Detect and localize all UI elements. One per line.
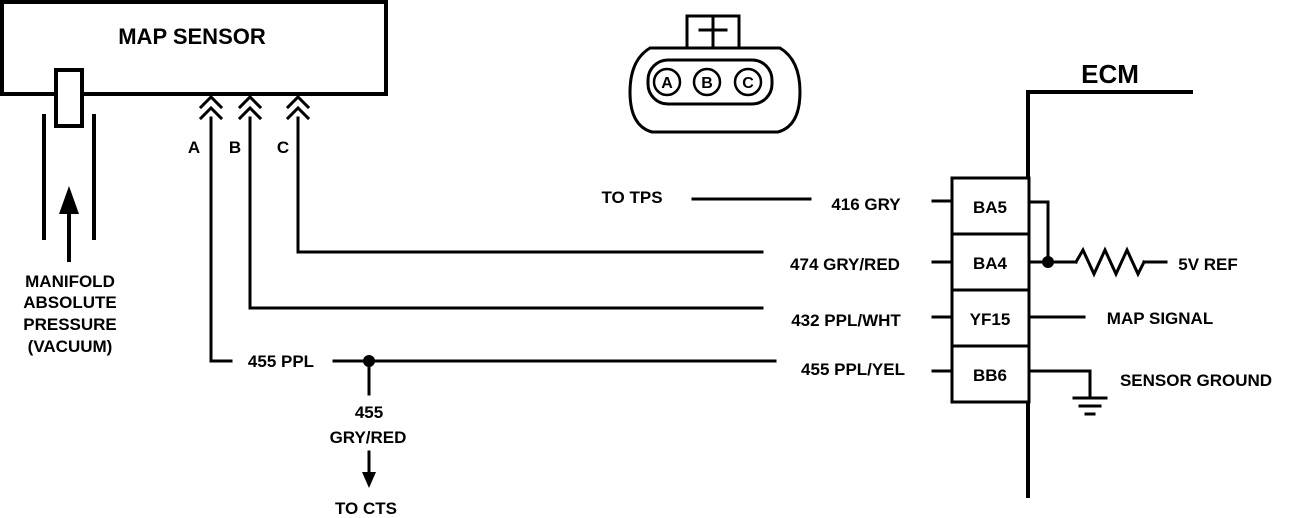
- ground-lead: [1027, 369, 1092, 398]
- wire-455-yel-label: 455 PPL/YEL: [801, 360, 905, 379]
- pin-b-chevron-icon: [237, 105, 263, 121]
- pin-a-chevron-icon: [198, 105, 224, 121]
- wire-455-color: GRY/RED: [330, 428, 407, 447]
- pin-a-label: A: [188, 138, 200, 157]
- connector-pin-b-label: B: [701, 75, 713, 92]
- connector-pin-b: [692, 67, 722, 97]
- wire-pin-c: [296, 116, 764, 254]
- terminal-ba5-label: BA5: [973, 198, 1007, 217]
- terminal-yf15: [950, 288, 1031, 348]
- to-cts-label: TO CTS: [335, 499, 397, 518]
- connector-pin-a-label: A: [661, 75, 673, 92]
- sensor-wiring: [209, 116, 812, 488]
- pin-c-chevron-icon: [285, 105, 311, 121]
- pressure-label-2: ABSOLUTE: [23, 293, 117, 312]
- resistor-icon: [1073, 246, 1147, 278]
- map-sensor-title: MAP SENSOR: [118, 24, 266, 49]
- terminal-stubs: [931, 199, 952, 373]
- vacuum-port: [54, 68, 84, 128]
- pin-c-chevron-icon: [285, 94, 311, 110]
- connector-pin-c: [733, 67, 763, 97]
- ground-label: SENSOR GROUND: [1120, 371, 1272, 390]
- ref-label: 5V REF: [1178, 255, 1238, 274]
- wire-455-ppl-label: 455 PPL: [248, 352, 314, 371]
- pin-b-label: B: [229, 138, 241, 157]
- ecm-boundary: [1026, 90, 1193, 498]
- map-sensor: MAP SENSOR MANIFOLD ABSOLUTE PRESSURE (V…: [0, 0, 388, 356]
- terminal-yf15-label: YF15: [970, 310, 1011, 329]
- pressure-label-1: MANIFOLD: [25, 272, 115, 291]
- to-tps-label: TO TPS: [601, 188, 662, 207]
- wire-pin-b: [248, 116, 764, 310]
- signal-label: MAP SIGNAL: [1107, 309, 1213, 328]
- ref-junction-dot: [1042, 256, 1054, 268]
- ba5-internal-link: [1027, 200, 1050, 264]
- pin-a-chevron-icon: [198, 94, 224, 110]
- connector-pin-c-label: C: [742, 75, 754, 92]
- pin-b-chevron-icon: [237, 94, 263, 110]
- terminal-ba4-label: BA4: [973, 254, 1008, 273]
- wire-pin-a: [209, 116, 233, 363]
- wire-labels: TO TPS 416 GRY 474 GRY/RED 432 PPL/WHT 4…: [248, 188, 905, 518]
- pin-terminals: A B C: [188, 94, 311, 157]
- ecm-title: ECM: [1081, 59, 1139, 89]
- wire-432-label: 432 PPL/WHT: [791, 311, 901, 330]
- wire-474-label: 474 GRY/RED: [790, 255, 900, 274]
- pin-c-label: C: [277, 138, 289, 157]
- connector-pin-a: [652, 67, 682, 97]
- wire-455-number: 455: [355, 403, 383, 422]
- pressure-label-3: PRESSURE: [23, 315, 117, 334]
- terminal-bb6: [950, 344, 1031, 404]
- down-arrow-icon: [362, 472, 376, 488]
- pressure-label-4: (VACUUM): [28, 337, 113, 356]
- connector-face: A B C: [628, 14, 802, 134]
- terminal-ba5: [950, 176, 1031, 236]
- ecm: ECM BA5 BA4 YF15 BB6 5V REF MAP SIGNAL S…: [950, 59, 1272, 498]
- pressure-arrow-icon: [59, 186, 79, 214]
- wire-416-label: 416 GRY: [831, 195, 901, 214]
- terminal-bb6-label: BB6: [973, 366, 1007, 385]
